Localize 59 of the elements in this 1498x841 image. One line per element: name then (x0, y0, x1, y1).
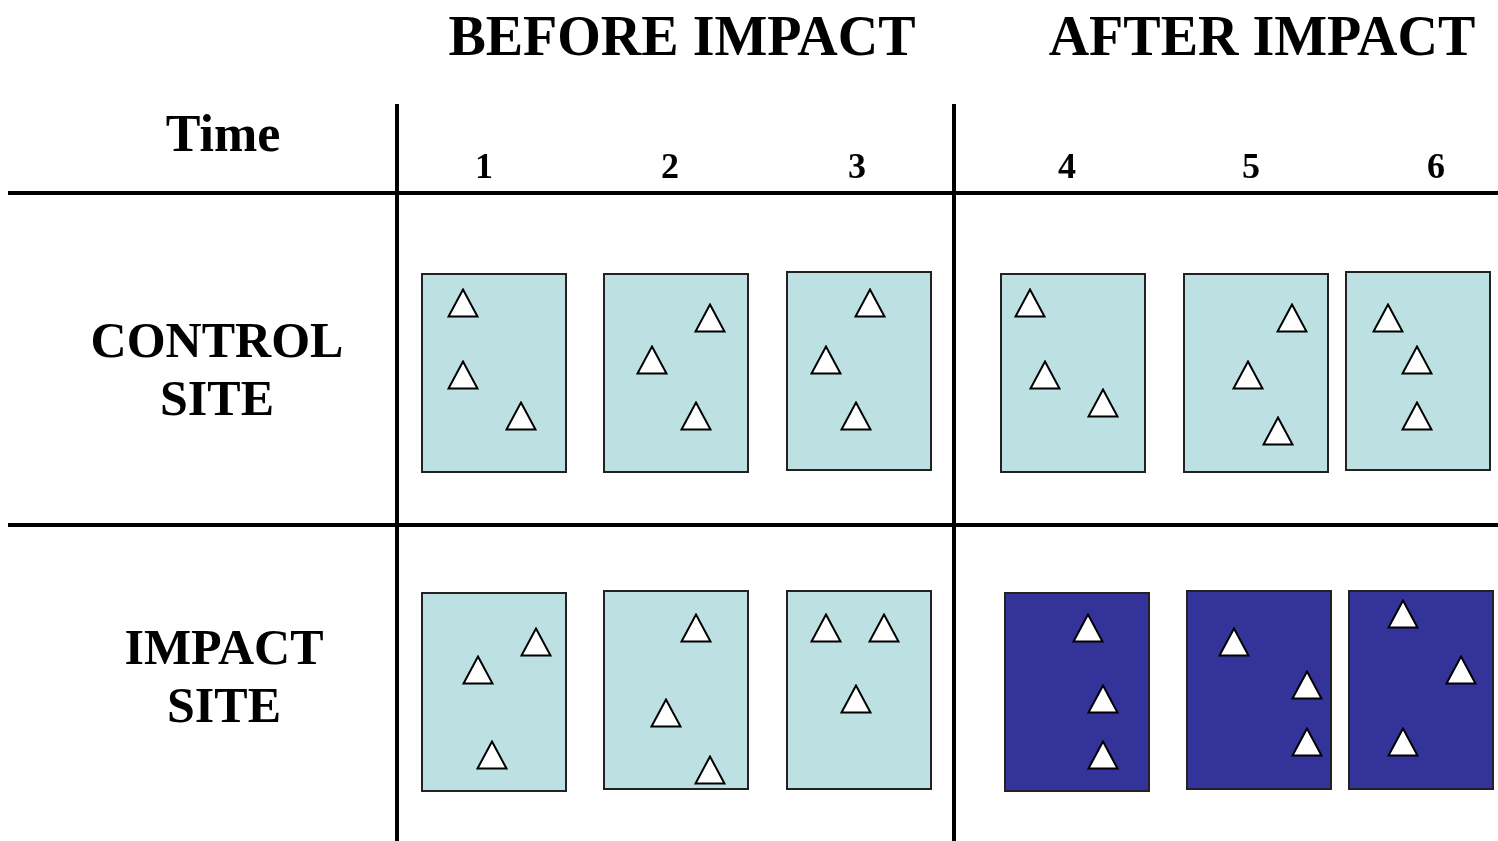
triangle-marker (1387, 599, 1419, 629)
triangle-marker (1291, 727, 1323, 757)
triangle-marker (1387, 727, 1419, 757)
triangle-marker (1372, 303, 1404, 333)
triangle-marker (680, 613, 712, 643)
sample-plot (1186, 590, 1332, 790)
triangle-marker (680, 401, 712, 431)
time-number: 5 (1241, 146, 1261, 188)
sample-plot (1000, 273, 1146, 473)
row-heading: IMPACT SITE (123, 619, 325, 734)
column-heading: AFTER IMPACT (1047, 4, 1477, 69)
triangle-marker (520, 627, 552, 657)
triangle-marker (810, 345, 842, 375)
triangle-marker (476, 740, 508, 770)
sample-plot (1183, 273, 1329, 473)
sample-plot (603, 590, 749, 790)
triangle-marker (1218, 627, 1250, 657)
triangle-marker (1232, 360, 1264, 390)
time-number: 3 (847, 146, 867, 188)
triangle-marker (1014, 288, 1046, 318)
time-number: 1 (474, 146, 494, 188)
triangle-marker (1262, 416, 1294, 446)
sample-plot (786, 271, 932, 471)
sample-plot (1348, 590, 1494, 790)
triangle-marker (854, 288, 886, 318)
time-number: 6 (1426, 146, 1446, 188)
triangle-marker (840, 684, 872, 714)
triangle-marker (694, 755, 726, 785)
sample-plot (1345, 271, 1491, 471)
triangle-marker (1072, 613, 1104, 643)
triangle-marker (650, 698, 682, 728)
column-heading: BEFORE IMPACT (447, 4, 917, 69)
sample-plot (421, 592, 567, 792)
triangle-marker (840, 401, 872, 431)
triangle-marker (1087, 684, 1119, 714)
triangle-marker (694, 303, 726, 333)
triangle-marker (636, 345, 668, 375)
sample-plot (1004, 592, 1150, 792)
triangle-marker (868, 613, 900, 643)
triangle-marker (1291, 670, 1323, 700)
row-heading: Time (164, 104, 282, 164)
triangle-marker (1401, 345, 1433, 375)
triangle-marker (1401, 401, 1433, 431)
time-number: 2 (660, 146, 680, 188)
triangle-marker (447, 360, 479, 390)
triangle-marker (1276, 303, 1308, 333)
triangle-marker (1087, 740, 1119, 770)
triangle-marker (505, 401, 537, 431)
triangle-marker (1445, 655, 1477, 685)
triangle-marker (1087, 388, 1119, 418)
triangle-marker (1029, 360, 1061, 390)
sample-plot (786, 590, 932, 790)
triangle-marker (447, 288, 479, 318)
sample-plot (421, 273, 567, 473)
sample-plot (603, 273, 749, 473)
triangle-marker (462, 655, 494, 685)
triangle-marker (810, 613, 842, 643)
time-number: 4 (1057, 146, 1077, 188)
row-heading: CONTROL SITE (89, 312, 345, 427)
